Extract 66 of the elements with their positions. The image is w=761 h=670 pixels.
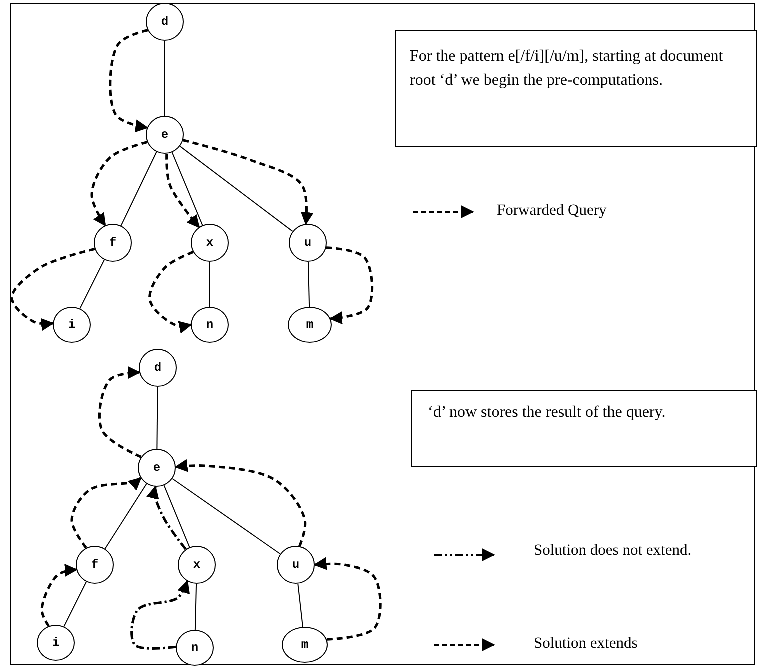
legend-text: Solution extends: [534, 634, 639, 654]
tree-node-circle: [277, 546, 315, 584]
tree-node-circle: [288, 307, 332, 343]
curved-arrow: [174, 459, 307, 547]
tree-node-circle: [139, 349, 177, 387]
tree-node-circle: [138, 449, 176, 487]
curved-arrow: [98, 366, 142, 458]
tree-edge-line: [298, 583, 304, 628]
tree-node-circle: [146, 3, 184, 41]
node-letter: n: [191, 642, 199, 654]
node-letter: u: [292, 559, 300, 571]
curved-arrow: [146, 486, 187, 550]
tree-node-circle: [146, 116, 184, 154]
curved-arrow: [70, 477, 142, 549]
tree-edge-line: [172, 152, 204, 226]
tree-node-circle: [76, 546, 114, 584]
node-letter: i: [68, 319, 76, 331]
curved-arrow: [166, 154, 200, 228]
note-box: [395, 30, 757, 147]
note-text: For the pattern e[/f/i][/u/m], starting at document root ‘d’ we begin the pre-computations.: [410, 47, 724, 91]
legend-text: Solution does not extend.: [534, 541, 693, 561]
curved-arrow: [90, 141, 148, 227]
note-text: ‘d’ now stores the result of the query.: [428, 403, 667, 423]
node-letter: d: [154, 362, 162, 374]
tree-edge-line: [104, 484, 148, 550]
tree-edge-line: [194, 584, 198, 630]
curved-arrow: [326, 246, 374, 325]
tree-node-circle: [282, 627, 328, 663]
node-letter: i: [52, 637, 60, 649]
tree-edge-line: [308, 262, 310, 308]
node-letter: x: [206, 237, 214, 249]
curved-arrow: [109, 29, 149, 132]
node-letter: e: [153, 462, 161, 474]
tree-edge-line: [172, 478, 281, 555]
curved-arrow: [314, 557, 382, 641]
tree-node-circle: [178, 546, 216, 584]
node-letter: d: [161, 16, 169, 28]
tree-edge-line: [164, 40, 166, 116]
node-letter: m: [306, 319, 314, 331]
tree-edge-line: [180, 146, 294, 232]
tree-edge-line: [64, 582, 87, 628]
node-letter: f: [109, 237, 117, 249]
node-letter: n: [206, 319, 214, 331]
tree-node-circle: [94, 224, 132, 262]
tree-edge-line: [80, 260, 105, 310]
curved-arrow: [148, 251, 194, 334]
node-letter: e: [161, 129, 169, 141]
tree-node-circle: [191, 307, 229, 343]
tree-node-circle: [37, 625, 75, 661]
tree-node-circle: [191, 224, 229, 262]
node-letter: m: [301, 639, 309, 651]
curved-arrow: [10, 248, 96, 332]
node-letter: u: [304, 237, 312, 249]
node-letter: x: [193, 559, 201, 571]
node-letter: f: [91, 559, 99, 571]
tree-node-circle: [176, 630, 214, 666]
curved-arrow: [182, 139, 314, 226]
curved-arrow: [130, 580, 190, 650]
legend-text: Forwarded Query: [497, 201, 608, 221]
tree-node-circle: [53, 307, 91, 343]
curved-arrow: [40, 564, 78, 627]
tree-node-circle: [289, 224, 327, 262]
tree-edge-line: [164, 485, 190, 548]
note-box: [411, 390, 757, 467]
tree-edge-line: [120, 152, 158, 226]
tree-edge-line: [156, 386, 158, 450]
